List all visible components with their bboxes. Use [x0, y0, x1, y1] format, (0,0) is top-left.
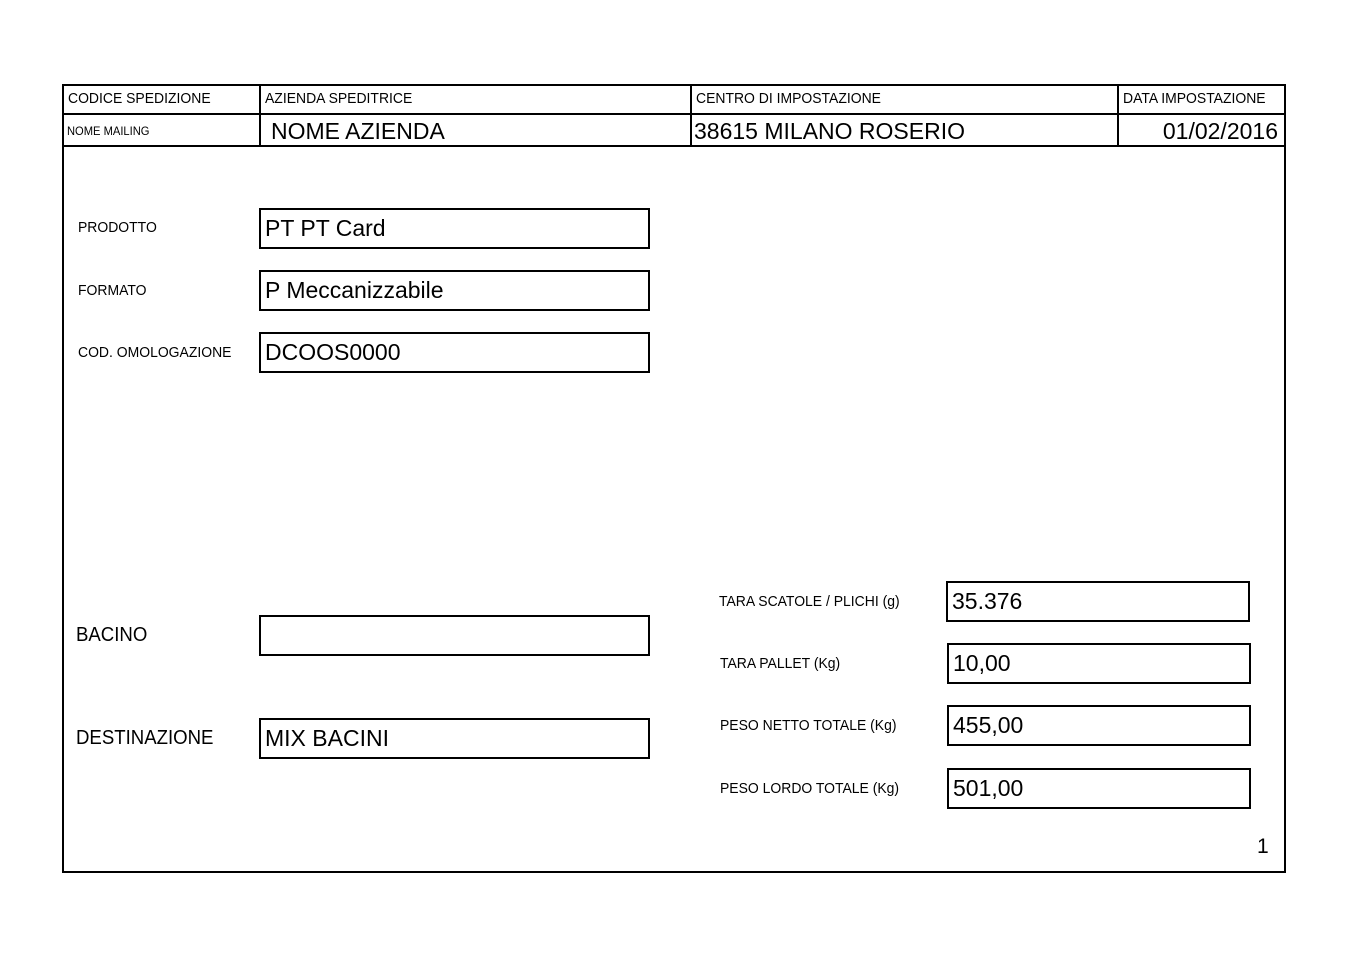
prodotto-label: PRODOTTO: [78, 219, 157, 236]
omologazione-field: DCOOS0000: [259, 332, 650, 373]
data-impostazione-label: DATA IMPOSTAZIONE: [1123, 90, 1266, 107]
header-col-divider-1: [259, 84, 261, 146]
formato-field: P Meccanizzabile: [259, 270, 650, 311]
tara-scatole-field: 35.376: [946, 581, 1250, 622]
page-number: 1: [1257, 835, 1269, 858]
prodotto-field: PT PT Card: [259, 208, 650, 249]
codice-spedizione-label: CODICE SPEDIZIONE: [68, 90, 211, 107]
azienda-speditrice-label: AZIENDA SPEDITRICE: [265, 90, 413, 107]
header-bottom-line: [62, 145, 1286, 147]
bacino-field: [259, 615, 650, 656]
header-col-divider-2: [690, 84, 692, 146]
header-col-divider-3: [1117, 84, 1119, 146]
omologazione-label: COD. OMOLOGAZIONE: [78, 344, 232, 361]
destinazione-label: DESTINAZIONE: [76, 727, 214, 749]
centro-value: 38615 MILANO ROSERIO: [694, 118, 965, 144]
peso-lordo-field: 501,00: [947, 768, 1251, 809]
shipping-label-frame: [62, 84, 1286, 873]
data-value: 01/02/2016: [1162, 118, 1278, 144]
azienda-value: NOME AZIENDA: [271, 118, 445, 144]
formato-label: FORMATO: [78, 282, 147, 299]
tara-pallet-field: 10,00: [947, 643, 1251, 684]
peso-netto-label: PESO NETTO TOTALE (Kg): [720, 717, 897, 734]
tara-pallet-label: TARA PALLET (Kg): [720, 655, 841, 672]
peso-lordo-label: PESO LORDO TOTALE (Kg): [720, 780, 900, 797]
nome-mailing-label: NOME MAILING: [67, 124, 150, 138]
centro-impostazione-label: CENTRO DI IMPOSTAZIONE: [696, 90, 881, 107]
header-divider: [62, 113, 1286, 115]
bacino-label: BACINO: [76, 624, 148, 646]
peso-netto-field: 455,00: [947, 705, 1251, 746]
destinazione-field: MIX BACINI: [259, 718, 650, 759]
tara-scatole-label: TARA SCATOLE / PLICHI (g): [719, 593, 900, 610]
